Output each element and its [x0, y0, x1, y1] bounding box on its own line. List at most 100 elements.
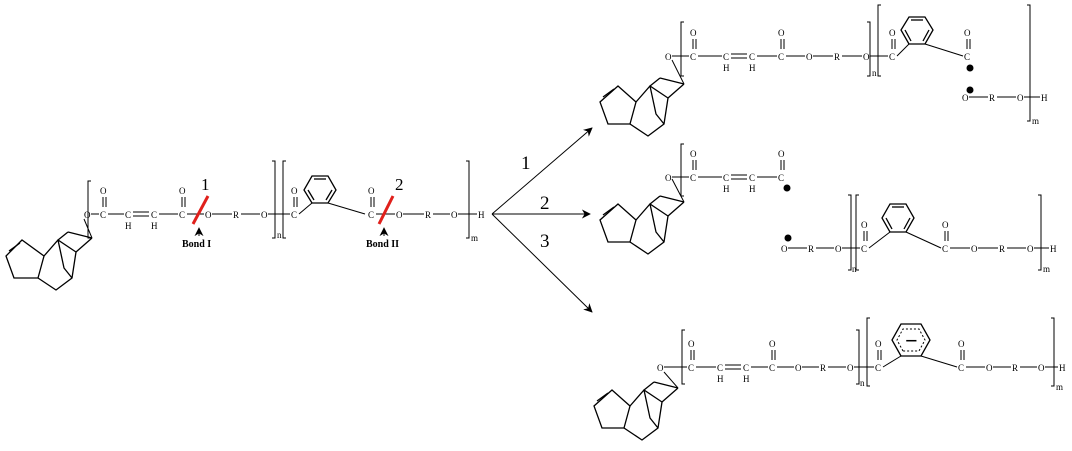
atom-r: R [999, 244, 1005, 254]
subscript-m: m [1032, 116, 1039, 126]
subscript-n: n [277, 230, 282, 240]
atom-r: R [233, 210, 239, 220]
atom-o: O [1027, 244, 1034, 254]
pathway-label-3: 3 [540, 231, 550, 252]
atom-c: C [889, 52, 895, 62]
atom-c: C [769, 363, 775, 373]
atom-h: H [717, 374, 724, 384]
atom-o: O [847, 363, 854, 373]
atom-c: C [368, 210, 374, 220]
dcpd-ring-start [5, 231, 93, 291]
subscript-m: m [1056, 382, 1063, 392]
atom-o: O [690, 28, 697, 38]
product-3: O C O C H C H C O O R O n C O [593, 317, 1066, 441]
benzene-ring [881, 203, 915, 233]
atom-c: C [861, 244, 867, 254]
subscript-n: n [860, 378, 865, 388]
atom-o: O [795, 363, 802, 373]
atom-o: O [971, 244, 978, 254]
atom-o: O [84, 210, 91, 220]
atom-c: C [690, 52, 696, 62]
atom-c: C [717, 363, 723, 373]
atom-o: O [958, 339, 965, 349]
atom-o: O [665, 173, 672, 183]
atom-o: O [863, 52, 870, 62]
atom-c: C [179, 210, 185, 220]
atom-o: O [1017, 93, 1024, 103]
atom-o: O [179, 186, 186, 196]
atom-o: O [1038, 363, 1045, 373]
dcpd-ring-product-2 [599, 195, 685, 255]
atom-h: H [743, 374, 750, 384]
atom-c: C [749, 173, 755, 183]
cleavage-line-1 [191, 195, 210, 225]
product-1: O C O C H C H C O O R O n C O [599, 4, 1048, 137]
reaction-arrows: 1 2 3 [491, 127, 593, 313]
atom-c: C [291, 210, 297, 220]
atom-r: R [1012, 363, 1018, 373]
atom-o: O [769, 339, 776, 349]
atom-c: C [100, 210, 106, 220]
subscript-n: n [872, 68, 877, 78]
subscript-m: m [1043, 264, 1050, 274]
atom-o: O [291, 186, 298, 196]
atom-c: C [778, 52, 784, 62]
atom-o: O [861, 220, 868, 230]
atom-r: R [808, 244, 814, 254]
atom-o: O [942, 220, 949, 230]
cleavage-mark-1: 1 [201, 175, 210, 194]
product-2-fragment: O R O n C O C O O R O H m [781, 194, 1057, 274]
atom-o: O [690, 149, 697, 159]
atom-c: C [723, 173, 729, 183]
atom-c: C [778, 173, 784, 183]
atom-o: O [665, 52, 672, 62]
radical-dot [784, 234, 792, 242]
atom-h: H [151, 221, 158, 231]
atom-c: C [151, 210, 157, 220]
atom-o: O [806, 52, 813, 62]
radical-dot [966, 64, 974, 72]
atom-o: O [396, 210, 403, 220]
atom-h: H [125, 221, 132, 231]
atom-o: O [368, 186, 375, 196]
cleavage-mark-2: 2 [395, 175, 404, 194]
atom-h: H [749, 184, 756, 194]
dcpd-ring-product-3 [593, 381, 679, 441]
atom-c: C [743, 363, 749, 373]
atom-o: O [986, 363, 993, 373]
radical-dot [783, 184, 791, 192]
radical-dot [966, 86, 974, 94]
product-2: O C O C H C H C O [599, 143, 791, 255]
atom-r: R [820, 363, 826, 373]
atom-o: O [451, 210, 458, 220]
atom-o: O [205, 210, 212, 220]
atom-c: C [942, 244, 948, 254]
benzene-anion-ring: − [891, 323, 931, 357]
atom-o: O [781, 244, 788, 254]
atom-o: O [778, 28, 785, 38]
atom-h: H [478, 210, 485, 220]
atom-c: C [749, 52, 755, 62]
atom-o: O [889, 28, 896, 38]
atom-r: R [834, 52, 840, 62]
atom-h: H [723, 184, 730, 194]
atom-c: C [875, 363, 881, 373]
starting-polymer: O C O C H C H C O O R O 1 Bond I n C [5, 160, 485, 291]
benzene-ring [303, 175, 337, 204]
atom-c: C [688, 363, 694, 373]
bond-i-label: Bond I [182, 239, 211, 250]
pathway-label-2: 2 [540, 193, 550, 214]
cleavage-line-2 [377, 195, 395, 225]
benzene-ring [900, 16, 934, 45]
bond-ii-label: Bond II [366, 239, 399, 250]
arrow-pathway-1 [491, 127, 593, 215]
atom-o: O [778, 149, 785, 159]
atom-o: O [835, 244, 842, 254]
subscript-n: n [852, 264, 857, 274]
atom-c: C [723, 52, 729, 62]
anion-charge: − [905, 328, 918, 353]
atom-o: O [964, 28, 971, 38]
atom-o: O [875, 339, 882, 349]
arrow-pathway-3 [491, 213, 593, 313]
